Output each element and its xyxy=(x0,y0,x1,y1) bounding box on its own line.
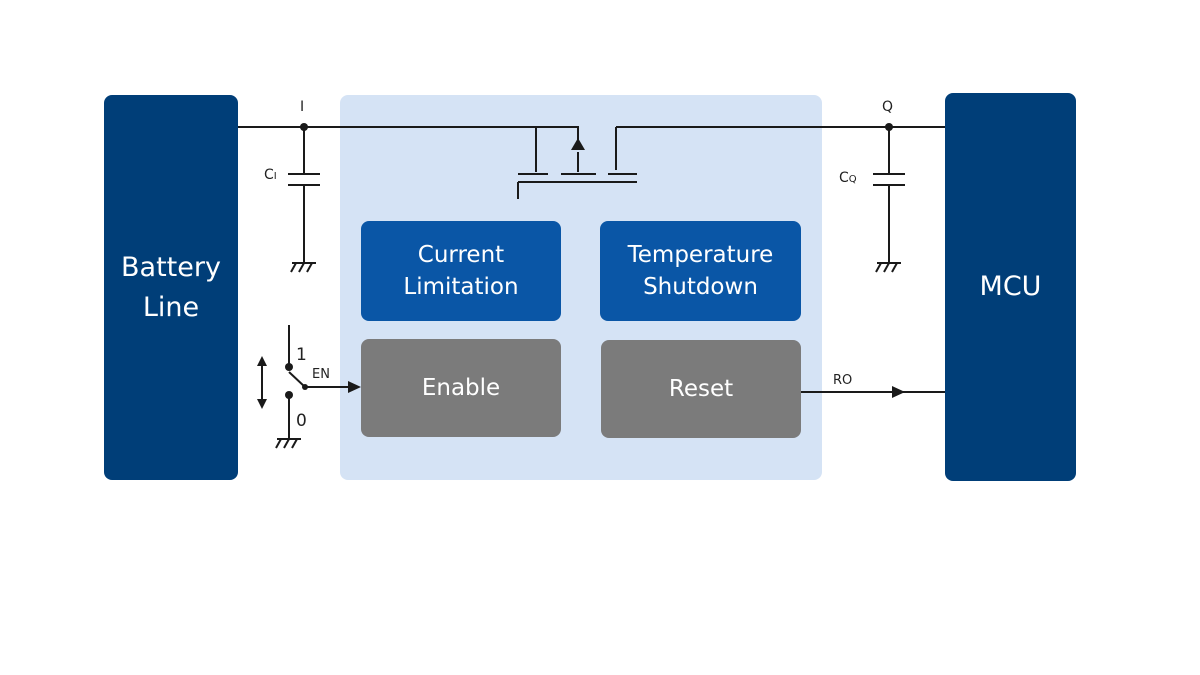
output-capacitor-subscript: Q xyxy=(848,174,857,185)
transistor-arrow xyxy=(571,138,585,150)
ground-switch xyxy=(275,438,301,449)
battery-line-block: Battery Line xyxy=(104,95,238,480)
node-output xyxy=(885,123,893,131)
current-limitation-label-2: Limitation xyxy=(403,274,519,300)
mcu-label: MCU xyxy=(979,271,1042,302)
switch-contact-1 xyxy=(285,363,293,371)
input-capacitor-plates xyxy=(288,173,320,186)
switch-contact-0 xyxy=(285,391,293,399)
transistor-gate xyxy=(517,181,637,199)
input-wire xyxy=(238,126,579,143)
output-capacitor-plates xyxy=(873,173,905,186)
enable-arrow xyxy=(348,381,361,393)
temperature-shutdown-block: Temperature Shutdown xyxy=(600,221,801,321)
enable-signal-label: EN xyxy=(312,367,330,382)
temperature-shutdown-label-1: Temperature xyxy=(627,242,774,268)
enable-block: Enable xyxy=(361,339,561,437)
switch-toggle-arrow-up xyxy=(257,356,267,366)
output-wire xyxy=(615,126,945,170)
output-capacitor-label: CQ xyxy=(839,170,857,186)
switch-pivot xyxy=(302,384,308,390)
switch-position-1-label: 1 xyxy=(296,345,307,365)
reset-output-arrow xyxy=(892,386,905,398)
node-input xyxy=(300,123,308,131)
temperature-shutdown-label-2: Shutdown xyxy=(643,274,758,300)
battery-line-label-2: Line xyxy=(142,291,200,323)
reset-label: Reset xyxy=(668,376,734,402)
reset-output-label: RO xyxy=(833,373,853,388)
pin-output-label: Q xyxy=(882,99,894,115)
current-limitation-label-1: Current xyxy=(417,242,505,268)
ground-input-cap xyxy=(290,262,316,273)
switch-blade xyxy=(288,371,306,388)
pin-input-label: I xyxy=(300,99,305,115)
current-limitation-block: Current Limitation xyxy=(361,221,561,321)
mcu-block: MCU xyxy=(945,93,1076,481)
enable-label: Enable xyxy=(421,375,501,401)
reset-block: Reset xyxy=(601,340,801,438)
battery-line-label-1: Battery xyxy=(121,251,221,283)
switch-toggle-arrow-down xyxy=(257,399,267,409)
switch-position-0-label: 0 xyxy=(296,411,307,431)
input-capacitor-label: CI xyxy=(264,167,277,183)
ground-output-cap xyxy=(875,262,901,273)
input-capacitor-subscript: I xyxy=(273,171,277,182)
